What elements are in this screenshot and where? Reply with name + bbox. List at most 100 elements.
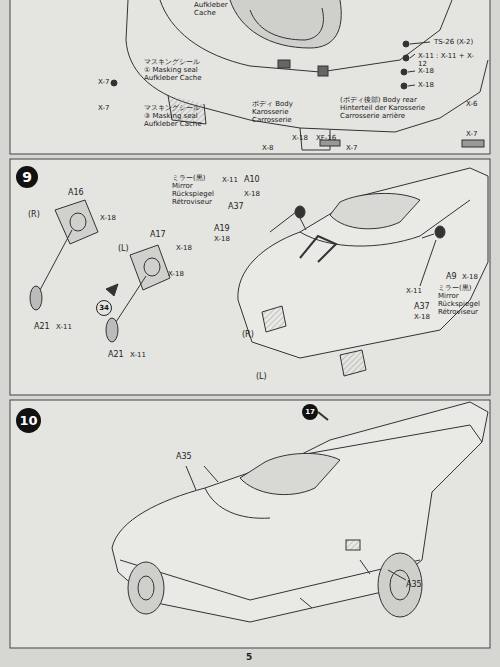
- label-text: X-18: [176, 244, 192, 252]
- part-label: TS-26 (X-2): [434, 38, 473, 46]
- label-text: A9: [446, 272, 457, 281]
- label-text: ミラー(黒) Mirror Rückspiegel Rétroviseur: [438, 284, 480, 316]
- mirror-glass: [30, 286, 42, 310]
- label-text: (R): [28, 210, 40, 219]
- part-label: X-11 : X-11 + X-12: [418, 52, 482, 68]
- label-text: X-18: [214, 235, 230, 243]
- label-text: X-8: [262, 144, 273, 152]
- part-label: (R): [242, 330, 254, 339]
- car-body: [126, 0, 488, 132]
- car-body: [238, 168, 488, 358]
- mirror-glass: [106, 318, 118, 342]
- node-text: 9: [22, 169, 32, 185]
- canopy: [230, 0, 341, 48]
- part-label: X-11: [130, 351, 146, 359]
- part-label: 5: [246, 652, 252, 662]
- label-text: X-11: [222, 176, 238, 184]
- callout-number: 34: [96, 300, 112, 316]
- label-text: X-11: [406, 287, 422, 295]
- part-label: X-18: [214, 235, 230, 243]
- part-label: A37: [228, 202, 244, 211]
- mount-area: [340, 350, 366, 376]
- part-label: マスキングシール ③ Masking seal Aufkleber Cache: [144, 104, 206, 128]
- label-text: TS-26 (X-2): [434, 38, 473, 46]
- part-label: (ボディ後部) Body rear Hinterteil der Karosse…: [340, 96, 436, 120]
- label-text: A10: [244, 175, 260, 184]
- lamp: [462, 140, 484, 147]
- part-label: A37: [414, 302, 430, 311]
- windscreen: [300, 236, 336, 262]
- label-text: A21: [34, 322, 50, 331]
- canopy: [240, 453, 340, 494]
- label-text: ミラー(黒) Mirror Rückspiegel Rétroviseur: [172, 174, 214, 206]
- part-label: A35: [176, 452, 192, 461]
- label-text: X-18: [418, 67, 434, 75]
- label-text: X-18: [292, 134, 308, 142]
- part-label: A35: [406, 580, 422, 589]
- mount-area: [262, 306, 286, 332]
- node-text: 10: [19, 413, 37, 428]
- part-label: ミラー(黒) Mirror Rückspiegel Rétroviseur: [172, 174, 216, 206]
- label-text: マスキングシール ① Masking seal Aufkleber Cache: [144, 58, 202, 82]
- part-label: X-18: [168, 270, 184, 278]
- label-text: A35: [406, 580, 422, 589]
- part: [278, 60, 290, 68]
- part-label: X-7: [98, 78, 109, 86]
- part-label: X-18: [418, 81, 434, 89]
- part-label: X-11: [222, 176, 238, 184]
- label-text: A21: [108, 350, 124, 359]
- part-label: マスキングシール ① Masking seal Aufkleber Cache: [144, 58, 206, 82]
- part-label: X-18: [176, 244, 192, 252]
- part-label: A21: [34, 322, 50, 331]
- label-text: XF-16: [316, 134, 336, 142]
- node-text: 17: [305, 408, 315, 416]
- label-text: A37: [414, 302, 430, 311]
- part-label: X-18: [462, 273, 478, 281]
- label-text: X-11 : X-11 + X-12: [418, 52, 474, 68]
- part-label: X-18: [418, 67, 434, 75]
- label-text: X-7: [98, 104, 109, 112]
- canopy: [330, 193, 420, 228]
- label-text: (ボディ後部) Body rear Hinterteil der Karosse…: [340, 96, 425, 120]
- label-text: X-18: [418, 81, 434, 89]
- part-label: A16: [68, 188, 84, 197]
- label-text: A16: [68, 188, 84, 197]
- step-panel: [10, 159, 490, 395]
- label-text: A17: [150, 230, 166, 239]
- label-text: Aufkleber Cache: [194, 1, 228, 17]
- part-label: (L): [256, 372, 267, 381]
- label-text: X-6: [466, 100, 477, 108]
- label-text: X-11: [130, 351, 146, 359]
- part-label: X-18: [244, 190, 260, 198]
- label-text: X-18: [100, 214, 116, 222]
- step-panel: [10, 400, 490, 648]
- label-text: (R): [242, 330, 254, 339]
- part: [318, 66, 328, 76]
- label-text: A35: [176, 452, 192, 461]
- label-text: X-18: [244, 190, 260, 198]
- mirror-base: [55, 200, 98, 244]
- rear-wheel: [378, 553, 422, 617]
- car-body: [112, 402, 488, 622]
- part-label: X-11: [406, 287, 422, 295]
- part-label: ボディ Body Karosserie Carrosserie: [252, 100, 302, 124]
- part-label: A17: [150, 230, 166, 239]
- part-label: X-7: [466, 130, 477, 138]
- part-label: XF-16: [316, 134, 336, 142]
- label-text: X-7: [346, 144, 357, 152]
- label-text: X-7: [98, 78, 109, 86]
- label-text: A19: [214, 224, 230, 233]
- step-number: 9: [16, 166, 38, 188]
- part-label: A10: [244, 175, 260, 184]
- part-label: (L): [118, 244, 129, 253]
- part-label: X-7: [98, 104, 109, 112]
- front-wheel: [128, 562, 164, 614]
- label-text: 5: [246, 652, 252, 662]
- step-number: 17: [302, 404, 318, 420]
- part-label: Aufkleber Cache: [194, 1, 239, 17]
- mirror: [295, 206, 305, 218]
- part-label: (R): [28, 210, 40, 219]
- step-panel: [10, 0, 490, 154]
- part-label: ミラー(黒) Mirror Rückspiegel Rétroviseur: [438, 284, 486, 316]
- part-label: A21: [108, 350, 124, 359]
